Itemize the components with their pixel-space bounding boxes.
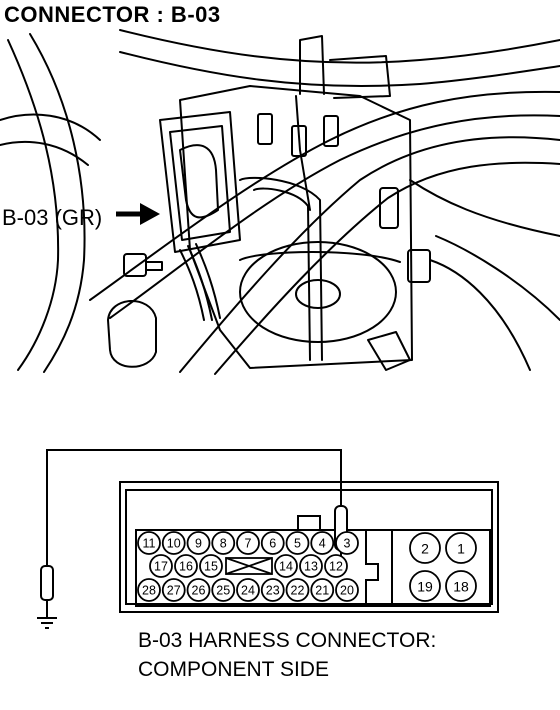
diagram-caption: B-03 HARNESS CONNECTOR: COMPONENT SIDE xyxy=(138,626,436,684)
ground-symbol-icon xyxy=(37,617,57,629)
pin-10: 10 xyxy=(161,531,186,555)
component-illustration xyxy=(0,29,560,375)
mounting-nut xyxy=(123,253,147,277)
pin-25-label: 25 xyxy=(216,584,230,598)
pin-7: 7 xyxy=(236,531,260,555)
pin-2: 2 xyxy=(409,532,441,564)
callout-arrow xyxy=(116,203,160,225)
modulator-motor xyxy=(239,241,397,343)
pipe-top-1 xyxy=(119,29,560,64)
pin-13-label: 13 xyxy=(304,560,318,574)
pin-17: 17 xyxy=(149,554,173,578)
connector-key xyxy=(297,515,321,531)
pin-16: 16 xyxy=(174,554,198,578)
page-title: CONNECTOR : B-03 xyxy=(4,2,221,27)
pin-26-label: 26 xyxy=(192,584,206,598)
hose-left-outer xyxy=(7,39,60,371)
connector-callout-label: B-03 (GR) xyxy=(2,205,103,230)
connector-outer-shell xyxy=(119,481,499,613)
pin-28-label: 28 xyxy=(142,584,156,598)
pin-9: 9 xyxy=(186,531,211,555)
pin-1: 1 xyxy=(445,532,477,564)
pin-5: 5 xyxy=(285,531,310,555)
pin-14: 14 xyxy=(274,554,298,578)
pin-12: 12 xyxy=(324,554,348,578)
pin-11-label: 11 xyxy=(143,537,156,551)
pin-27: 27 xyxy=(161,578,186,602)
pin-14-label: 14 xyxy=(279,560,293,574)
caption-line-2: COMPONENT SIDE xyxy=(138,658,329,681)
pin-16-label: 16 xyxy=(179,560,193,574)
pin-18-label: 18 xyxy=(453,579,469,595)
pipe-diag-1 xyxy=(89,90,560,301)
rubber-cap xyxy=(107,300,157,368)
pin-24: 24 xyxy=(236,578,260,602)
blank-cavity-cross xyxy=(225,557,273,575)
pin-20-label: 20 xyxy=(340,584,354,598)
pin-13: 13 xyxy=(299,554,323,578)
pipe-top-2 xyxy=(119,51,560,88)
pin-28: 28 xyxy=(137,578,161,602)
pin-15-label: 15 xyxy=(204,560,218,574)
pin-23-label: 23 xyxy=(266,584,280,598)
pin-11: 11 xyxy=(137,531,161,555)
pin-22-label: 22 xyxy=(291,584,305,598)
pin-3: 3 xyxy=(335,531,359,555)
pin-15: 15 xyxy=(199,554,223,578)
hose-upper-left xyxy=(0,113,101,141)
pin-22: 22 xyxy=(285,578,310,602)
pin-27-label: 27 xyxy=(167,584,181,598)
pin-19-label: 19 xyxy=(417,579,433,595)
pin-cavity-outline xyxy=(135,529,491,607)
connector-housing xyxy=(159,111,241,253)
pin-25: 25 xyxy=(211,578,236,602)
hose-left-inner xyxy=(29,33,86,373)
pin-2-label: 2 xyxy=(421,541,429,557)
pin-18: 18 xyxy=(445,570,477,602)
pin-12-label: 12 xyxy=(329,560,343,574)
pin-20: 20 xyxy=(335,578,359,602)
pin-19: 19 xyxy=(409,570,441,602)
pin-26: 26 xyxy=(186,578,211,602)
pin-5-label: 5 xyxy=(294,537,301,551)
pin-6: 6 xyxy=(260,531,285,555)
pin-10-label: 10 xyxy=(167,537,181,551)
pipe-diag-4 xyxy=(214,161,560,375)
pin-21: 21 xyxy=(310,578,335,602)
pin-17-label: 17 xyxy=(154,560,168,574)
pin-23: 23 xyxy=(260,578,285,602)
pin-8-label: 8 xyxy=(220,537,227,551)
keyway xyxy=(365,530,379,606)
pin-9-label: 9 xyxy=(195,537,202,551)
pin-7-label: 7 xyxy=(245,537,252,551)
pipe-diag-3 xyxy=(179,136,560,373)
probe-body-ground xyxy=(40,565,54,601)
pin-21-label: 21 xyxy=(315,584,329,598)
pin-3-label: 3 xyxy=(344,537,351,551)
wire-bundle xyxy=(179,249,205,321)
pin-4-label: 4 xyxy=(319,537,326,551)
hose-upper-left-2 xyxy=(0,140,89,166)
pin-6-label: 6 xyxy=(269,537,276,551)
caption-line-1: B-03 HARNESS CONNECTOR: xyxy=(138,629,437,652)
pin-4: 4 xyxy=(310,531,335,555)
pin-8: 8 xyxy=(211,531,236,555)
pipe-diag-2 xyxy=(109,114,560,319)
pin-24-label: 24 xyxy=(241,584,255,598)
pin-1-label: 1 xyxy=(457,541,465,557)
right-connector xyxy=(367,331,411,371)
